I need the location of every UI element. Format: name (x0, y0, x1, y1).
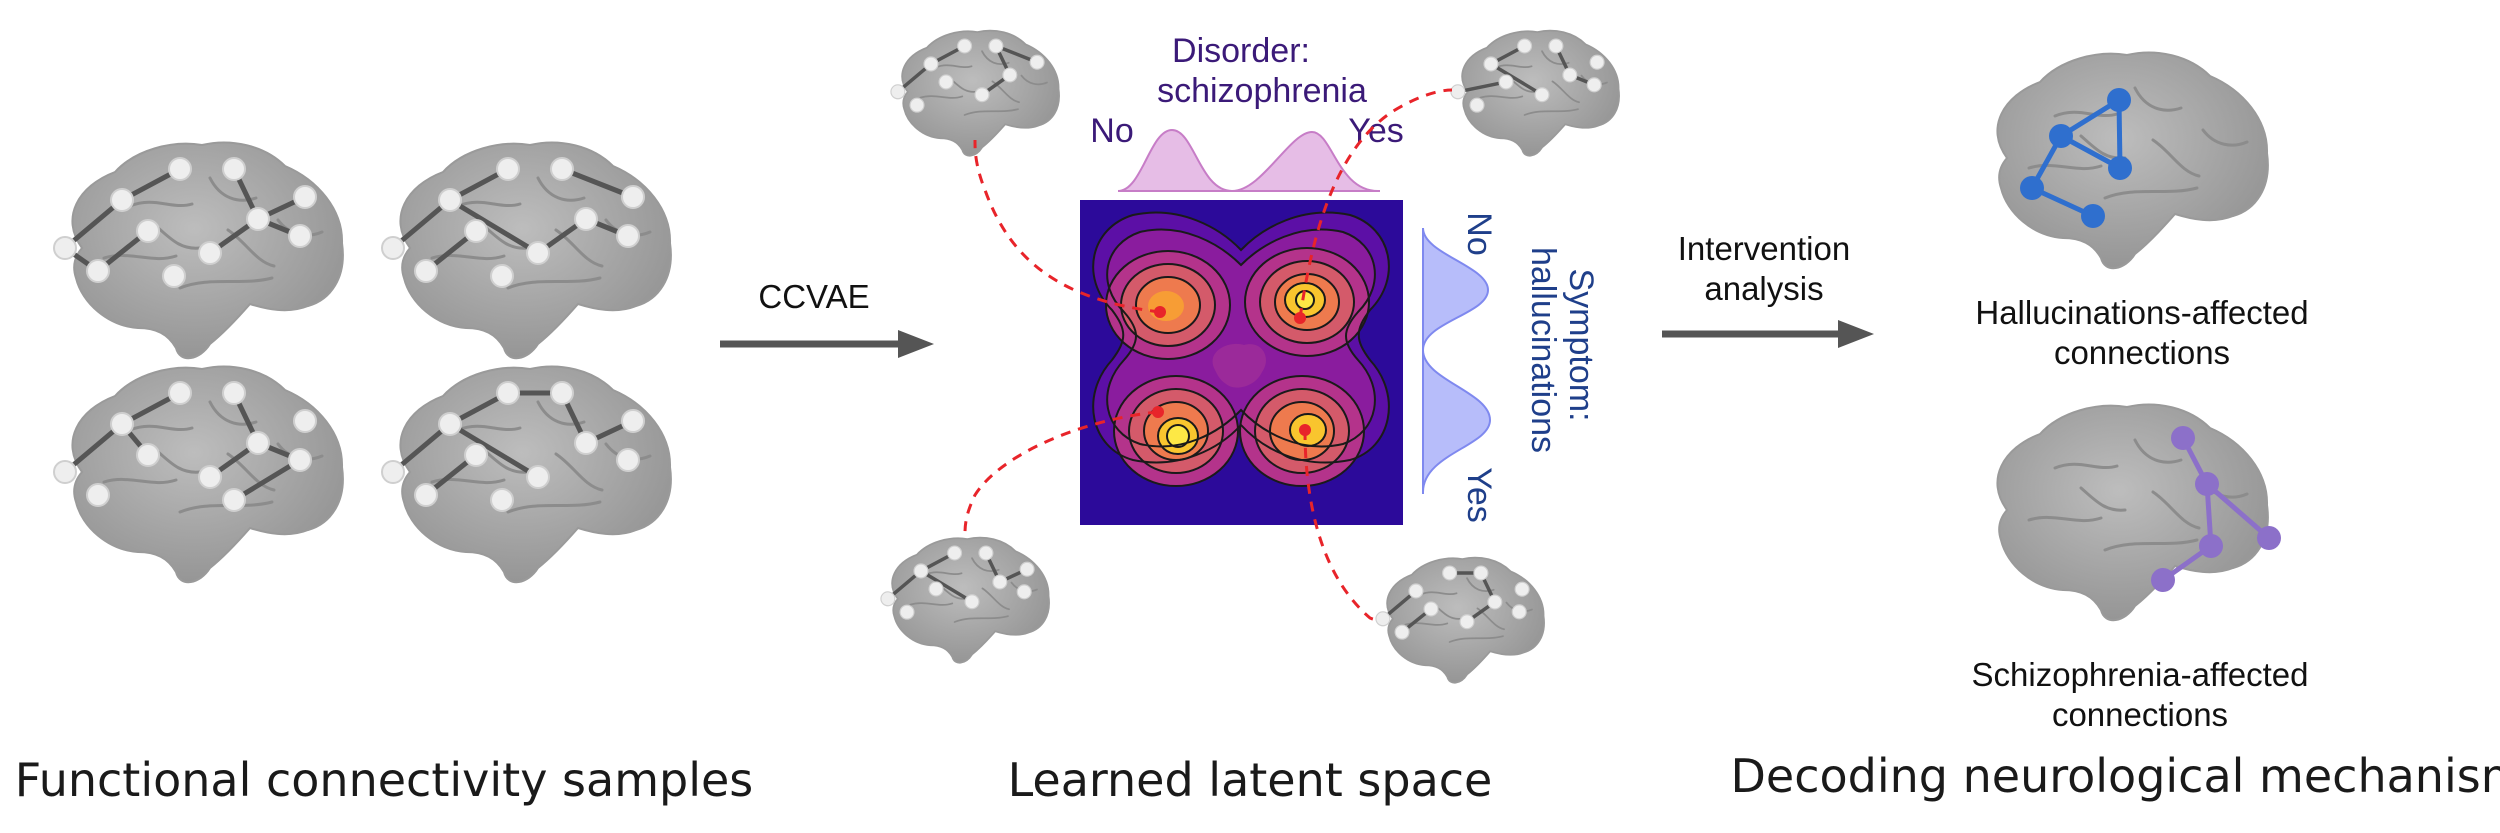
ccvae-label: CCVAE (758, 278, 869, 315)
hallucinations-caption-line2: connections (2054, 334, 2230, 371)
intervention-arrow (1662, 320, 1874, 348)
sample-brain-2-icon (381, 141, 672, 360)
latent-point-top-left (1154, 306, 1166, 318)
samples-section-title: Functional connectivity samples (15, 753, 754, 807)
link-top-left (973, 139, 1161, 314)
ccvae-arrow (720, 330, 934, 358)
link-top-right (1298, 88, 1453, 319)
symptom-marginal-curve (1421, 227, 1492, 494)
latent-point-bottom-right (1299, 424, 1311, 436)
sample-brain-4-icon (381, 365, 672, 584)
latent-brain-top-left-icon (890, 29, 1060, 157)
schizophrenia-caption-line2: connections (2052, 696, 2228, 733)
decoding-section-title: Decoding neurological mechanisms (1731, 749, 2500, 803)
symptom-yes-label: Yes (1460, 467, 1498, 522)
sample-brain-1-icon (53, 141, 344, 360)
link-bottom-left (963, 410, 1159, 534)
symptom-no-label: No (1460, 212, 1498, 255)
disorder-title-line2: schizophrenia (1157, 72, 1367, 110)
schizophrenia-caption-line1: Schizophrenia-affected (1972, 656, 2309, 693)
disorder-no-label: No (1090, 112, 1133, 150)
sample-brains (53, 141, 672, 584)
sample-brain-3-icon (53, 365, 344, 584)
latent-brain-top-right-icon (1450, 29, 1620, 157)
hallucinations-brain-icon (1996, 51, 2269, 270)
disorder-title-line1: Disorder: (1172, 32, 1310, 70)
latent-point-bottom-left (1152, 406, 1164, 418)
latent-point-top-right (1294, 312, 1306, 324)
intervention-label-line2: analysis (1704, 270, 1823, 307)
latent-peak-top-left (1105, 250, 1231, 360)
latent-peak-top-right (1244, 247, 1370, 357)
intervention-label-line1: Intervention (1678, 230, 1850, 267)
latent-brain-bottom-right-icon (1375, 556, 1545, 684)
latent-points (1152, 306, 1311, 436)
latent-section-title: Learned latent space (1008, 753, 1493, 807)
disorder-marginal-curve (1117, 128, 1380, 193)
symptom-title-line2: hallucinations (1524, 247, 1562, 453)
latent-peak-bottom-left (1113, 375, 1239, 487)
latent-space-plot (1080, 200, 1403, 525)
latent-brain-bottom-left-icon (880, 536, 1050, 664)
hallucinations-caption-line1: Hallucinations-affected (1975, 294, 2308, 331)
latent-links (963, 88, 1453, 622)
symptom-title-line1: Symptom: (1562, 268, 1600, 421)
schizophrenia-brain-icon (1996, 403, 2281, 622)
